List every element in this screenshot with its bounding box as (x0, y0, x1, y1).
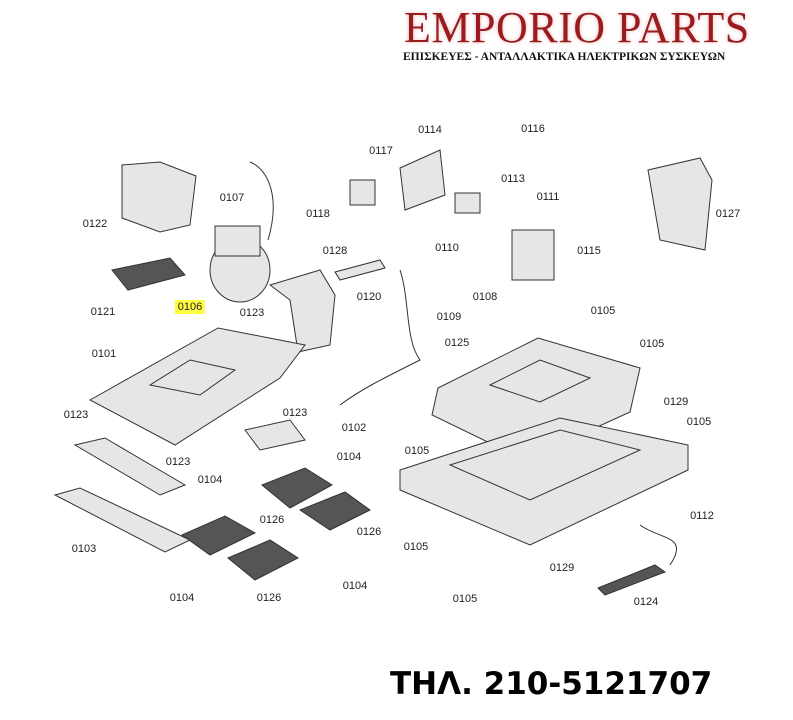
callout: 0105 (639, 338, 665, 350)
callout: 0121 (90, 306, 116, 318)
callout: 0123 (63, 409, 89, 421)
callout: 0127 (715, 208, 741, 220)
strip-upper (73, 437, 187, 496)
bracket-plate (268, 269, 336, 353)
callout: 0102 (341, 422, 367, 434)
filter-0126-b (298, 491, 371, 531)
callout: 0114 (418, 124, 442, 136)
callout: 0104 (169, 592, 195, 604)
callout: 0113 (501, 173, 525, 185)
canopy-bottom-frame (448, 429, 642, 501)
callout: 0122 (82, 218, 108, 230)
callout: 0128 (322, 245, 348, 257)
callout: 0129 (663, 396, 689, 408)
callout: 0125 (444, 337, 470, 349)
callout-highlighted: 0106 (174, 300, 206, 314)
canopy-opening (488, 359, 592, 403)
callout: 0124 (633, 596, 659, 608)
part-0114 (399, 149, 446, 211)
canopy-bottom-0129 (399, 417, 689, 546)
callout: 0105 (590, 305, 616, 317)
part-0113 (454, 192, 481, 214)
callout: 0123 (239, 307, 265, 319)
brand-subtitle: ΕΠΙΣΚΕΥΕΣ - ΑΝΤΑΛΛΑΚΤΙΚΑ ΗΛΕΚΤΡΙΚΩΝ ΣΥΣΚ… (403, 51, 726, 63)
callout: 0115 (577, 245, 601, 257)
callout: 0105 (404, 445, 430, 457)
callout: 0104 (197, 474, 223, 486)
phone-number: ΤΗΛ. 210-5121707 (390, 666, 713, 702)
callout: 0105 (686, 416, 712, 428)
filter-0121 (111, 257, 186, 291)
cable-0112 (639, 524, 677, 566)
part-0127 (647, 157, 713, 251)
callout: 0105 (403, 541, 429, 553)
cable-0107 (249, 161, 274, 241)
callout: 0111 (536, 191, 560, 203)
filter-0126-d (227, 539, 300, 581)
callout: 0108 (472, 291, 498, 303)
callout: 0129 (549, 562, 575, 574)
motor-housing (214, 225, 261, 257)
brand-logo-title: EMPORIO PARTS (404, 3, 750, 52)
callout: 0112 (690, 510, 714, 522)
part-0102 (244, 419, 306, 451)
back-panel (121, 161, 197, 233)
callout: 0116 (521, 123, 545, 135)
filter-0126-a (261, 467, 333, 509)
callout: 0118 (306, 208, 330, 220)
callout: 0120 (356, 291, 382, 303)
pcb-0117 (349, 179, 376, 206)
wiring-0125 (339, 269, 421, 406)
callout: 0101 (91, 348, 117, 360)
filter-0126-c (180, 515, 257, 556)
callout: 0110 (435, 242, 459, 254)
callout: 0123 (165, 456, 191, 468)
part-0120 (334, 259, 386, 281)
hood-body-0101 (88, 327, 306, 446)
callout: 0126 (356, 526, 382, 538)
hood-top (148, 359, 237, 396)
part-0115 (511, 229, 555, 281)
callout: 0107 (219, 192, 245, 204)
callout: 0104 (336, 451, 362, 463)
callout: 0123 (282, 407, 308, 419)
part-0124 (597, 564, 667, 596)
callout: 0109 (436, 311, 462, 323)
callout: 0104 (342, 580, 368, 592)
callout: 0126 (256, 592, 282, 604)
callout: 0126 (259, 514, 285, 526)
callout: 0117 (369, 145, 393, 157)
callout: 0103 (71, 543, 97, 555)
callout: 0105 (452, 593, 478, 605)
